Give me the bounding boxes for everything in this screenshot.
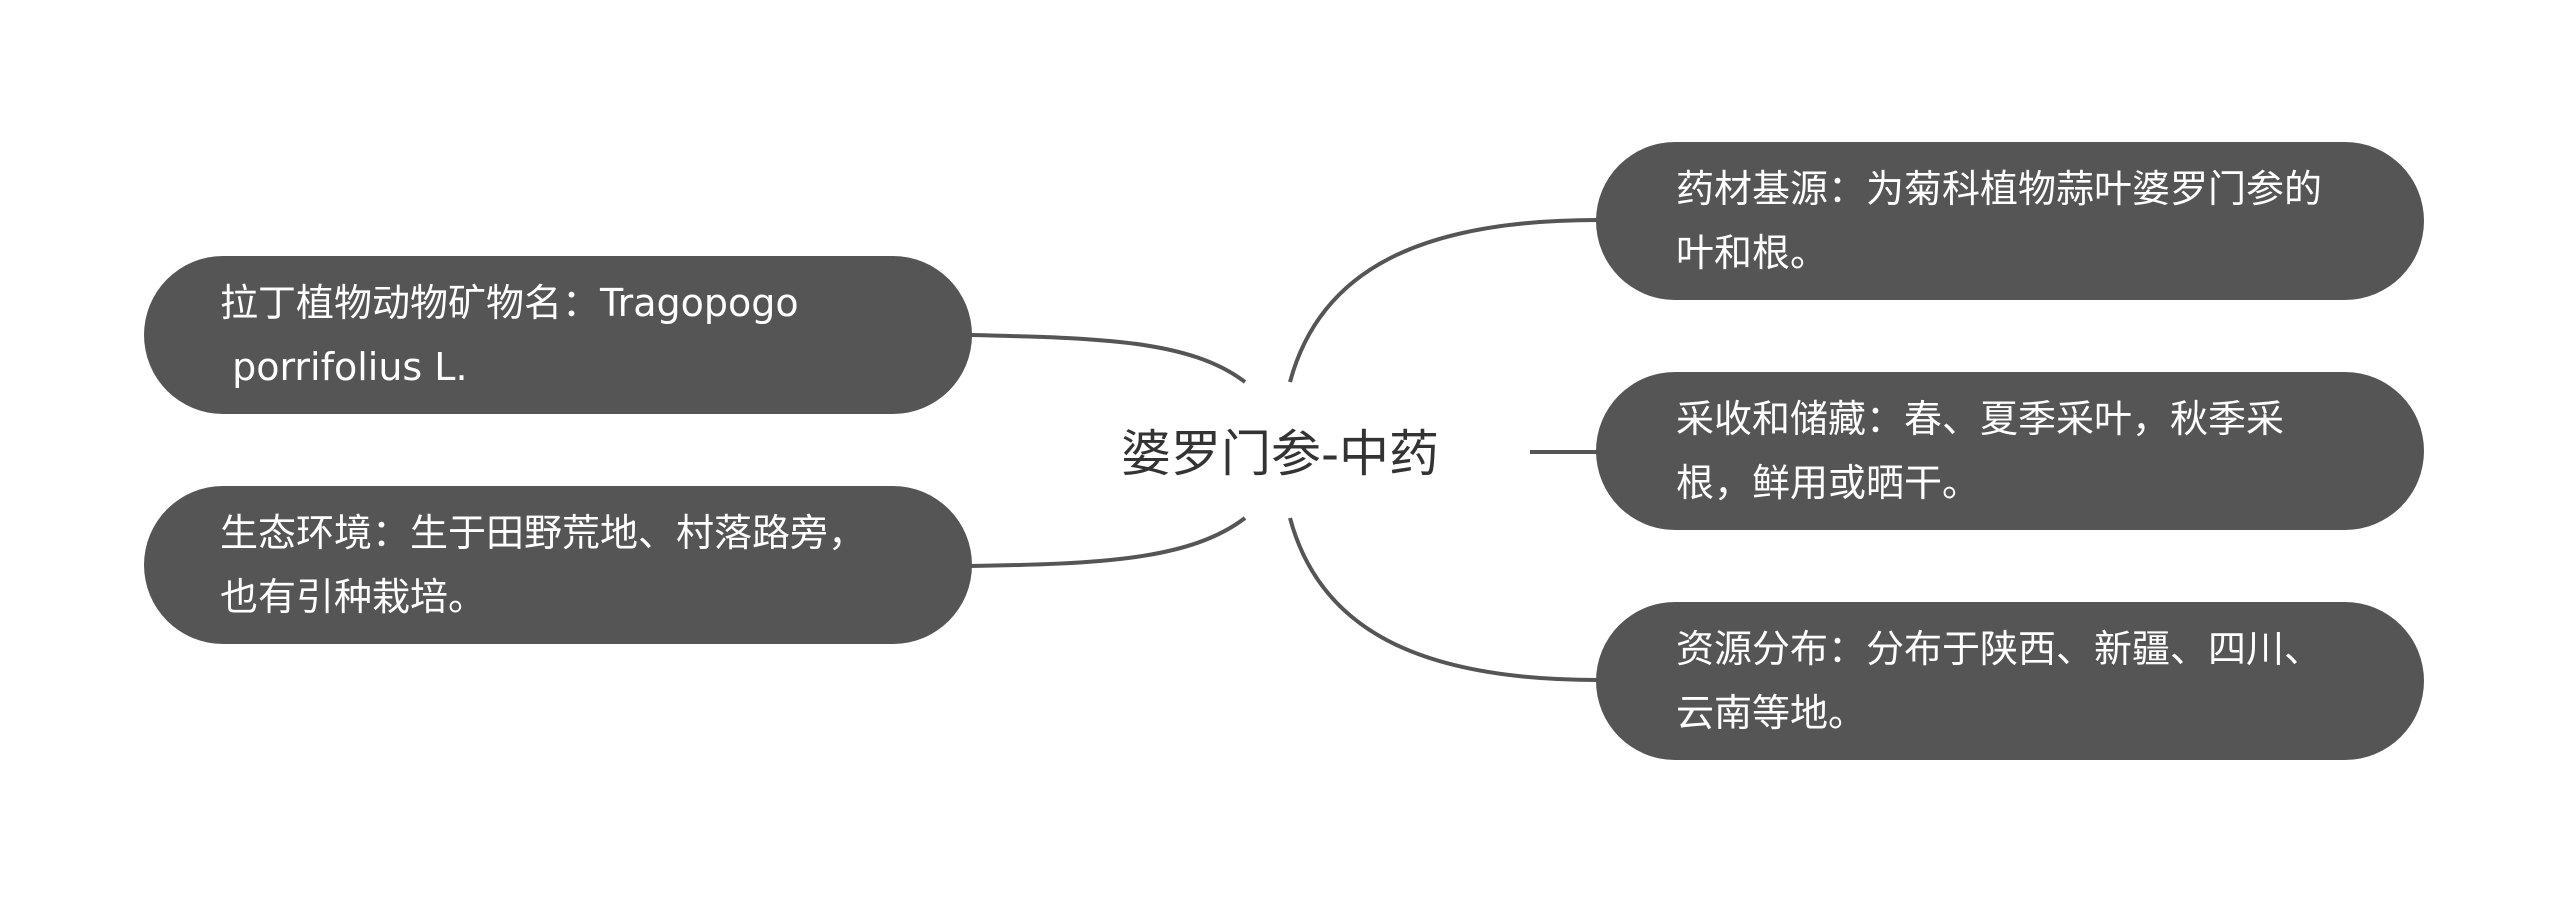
topic-medicinal-source-text: 药材基源：为菊科植物蒜叶婆罗门参的叶和根。 xyxy=(1676,167,2323,275)
topic-harvest-storage[interactable]: 采收和储藏：春、夏季采叶，秋季采根，鲜用或晒干。 xyxy=(1596,372,2424,530)
topic-habitat[interactable]: 生态环境：生于田野荒地、村落路旁，也有引种栽培。 xyxy=(144,486,972,644)
topic-latin-name[interactable]: 拉丁植物动物矿物名：Tragopogo porrifolius L. xyxy=(144,256,972,414)
central-topic[interactable]: 婆罗门参-中药 xyxy=(1000,405,1560,495)
topic-harvest-storage-text: 采收和储藏：春、夏季采叶，秋季采根，鲜用或晒干。 xyxy=(1676,397,2285,505)
central-topic-label: 婆罗门参-中药 xyxy=(1120,425,1440,483)
topic-habitat-text: 生态环境：生于田野荒地、村落路旁，也有引种栽培。 xyxy=(220,511,867,619)
connector-to-right-node-3 xyxy=(1288,517,1599,682)
connector-to-left-node-2 xyxy=(969,516,1247,568)
connector-to-left-node-1 xyxy=(969,333,1247,384)
topic-latin-name-text: 拉丁植物动物矿物名：Tragopogo porrifolius L. xyxy=(220,281,799,389)
topic-distribution-text: 资源分布：分布于陕西、新疆、四川、云南等地。 xyxy=(1676,627,2323,735)
connector-to-right-node-1 xyxy=(1288,218,1599,383)
topic-distribution[interactable]: 资源分布：分布于陕西、新疆、四川、云南等地。 xyxy=(1596,602,2424,760)
topic-medicinal-source[interactable]: 药材基源：为菊科植物蒜叶婆罗门参的叶和根。 xyxy=(1596,142,2424,300)
